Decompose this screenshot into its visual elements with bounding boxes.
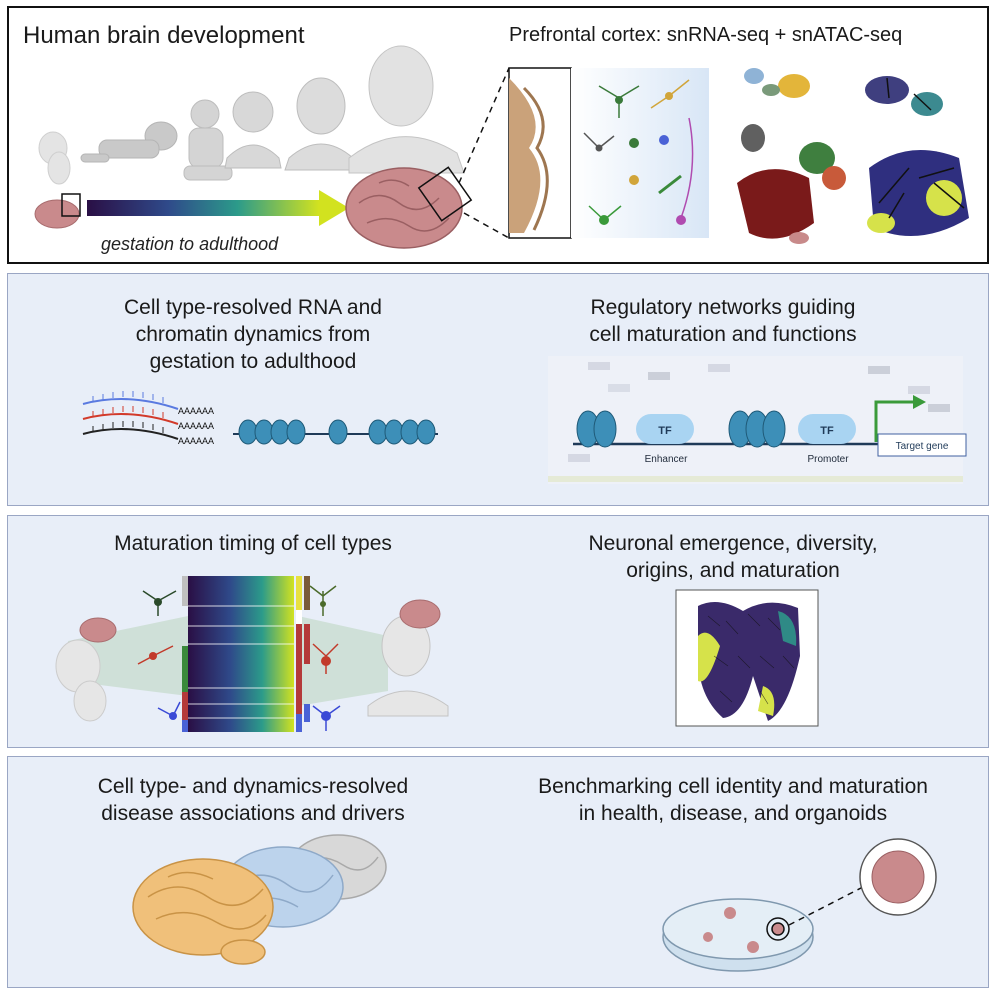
polya-tail: AAAAAA	[178, 421, 214, 431]
umap-clusters	[737, 68, 846, 244]
rna-chromatin-panel: Cell type-resolved RNA and chromatin dyn…	[7, 273, 989, 506]
umap-trajectories	[865, 76, 969, 236]
panel2-illustration: AAAAAA AAAAAA AAAAAA	[82, 356, 967, 484]
cortex-slice	[508, 67, 572, 239]
adult-brain	[345, 166, 473, 249]
promoter-label: Promoter	[807, 454, 849, 465]
age-gradient-arrow	[87, 190, 349, 226]
fetus-figure	[55, 617, 117, 722]
title-line: gestation to adulthood	[149, 350, 357, 373]
enhancer-label: Enhancer	[645, 454, 688, 465]
gene-regulation-diagram	[573, 395, 967, 457]
fetal-brain	[34, 193, 81, 229]
orange-brain	[132, 858, 274, 965]
velocity-plot	[675, 589, 819, 727]
polya-tail: AAAAAA	[178, 436, 214, 446]
title-line: Regulatory networks guiding	[590, 296, 856, 319]
maturation-panel: Maturation timing of cell types Neuronal…	[7, 515, 989, 748]
tf-label: TF	[658, 425, 672, 437]
title-line: chromatin dynamics from	[135, 323, 371, 346]
arrow-label: gestation to adulthood	[101, 234, 279, 254]
polya-tail: AAAAAA	[178, 406, 214, 416]
title-line: in health, disease, and organoids	[578, 802, 888, 825]
title-line: Benchmarking cell identity and maturatio…	[538, 775, 928, 798]
panel4-illustration	[132, 834, 937, 972]
toddler-figure	[183, 99, 233, 181]
overview-illustration: gestation to adulthood	[34, 45, 969, 254]
benchmarking-title: Benchmarking cell identity and maturatio…	[498, 773, 968, 827]
panel3-illustration	[55, 576, 819, 732]
infant-lying-figure	[80, 121, 178, 163]
organoid-zoom	[859, 838, 937, 916]
neuronal-emergence-title: Neuronal emergence, diversity, origins, …	[528, 530, 938, 584]
title-line: Neuronal emergence, diversity,	[588, 532, 878, 555]
neuron-icons	[137, 585, 341, 731]
prefrontal-title: Prefrontal cortex: snRNA-seq + snATAC-se…	[509, 24, 903, 46]
teen-figure	[284, 77, 358, 171]
title-line: Cell type- and dynamics-resolved	[97, 775, 409, 798]
title-line: cell maturation and functions	[589, 323, 857, 346]
neuron-types	[571, 68, 709, 238]
maturation-heatmap	[182, 576, 310, 732]
overview-title: Human brain development	[23, 22, 305, 49]
title-line: disease associations and drivers	[101, 802, 405, 825]
nucleosome-array	[233, 419, 438, 445]
rna-strands	[82, 391, 179, 440]
disease-associations-title: Cell type- and dynamics-resolved disease…	[38, 773, 468, 827]
rna-chromatin-title: Cell type-resolved RNA and chromatin dyn…	[48, 294, 458, 375]
overview-panel: Human brain development Prefrontal corte…	[7, 6, 989, 264]
maturation-title: Maturation timing of cell types	[114, 532, 392, 555]
disease-panel: Cell type- and dynamics-resolved disease…	[7, 756, 989, 988]
petri-dish	[662, 898, 814, 972]
regulatory-heatmap	[548, 356, 963, 484]
adult-figure	[367, 599, 449, 717]
title-line: Cell type-resolved RNA and	[124, 296, 382, 319]
adult-figure	[348, 45, 465, 174]
target-gene-label: Target gene	[896, 441, 949, 452]
child-figure	[224, 91, 282, 169]
regulatory-networks-title: Regulatory networks guiding cell maturat…	[508, 294, 938, 348]
title-line: origins, and maturation	[626, 559, 840, 582]
tf-label: TF	[820, 425, 834, 437]
fetus-figure	[38, 131, 71, 185]
